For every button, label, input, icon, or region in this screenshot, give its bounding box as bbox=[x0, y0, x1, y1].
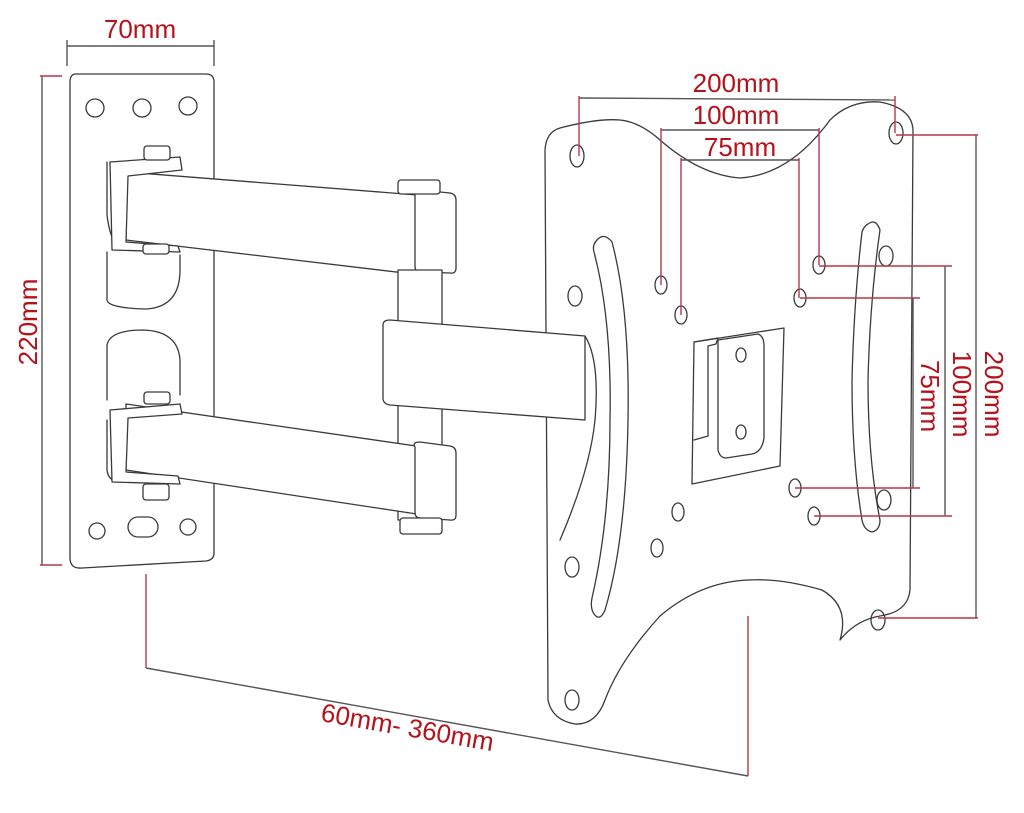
label-vesa-h-200: 200mm bbox=[693, 68, 780, 98]
label-vesa-v-100: 100mm bbox=[947, 351, 977, 438]
bolt-icon bbox=[143, 391, 171, 405]
vesa-plate bbox=[382, 101, 914, 725]
tilt-bracket bbox=[691, 327, 785, 485]
label-vesa-v-200: 200mm bbox=[979, 351, 1009, 438]
label-wall-plate-height: 220mm bbox=[13, 279, 43, 366]
nut-icon bbox=[142, 243, 170, 255]
label-vesa-v-75: 75mm bbox=[915, 360, 945, 432]
label-wall-plate-width: 70mm bbox=[104, 14, 176, 44]
slot-hole-icon bbox=[127, 516, 159, 538]
bolt-icon bbox=[397, 179, 441, 195]
nut-icon bbox=[142, 483, 170, 501]
wall-plate bbox=[69, 73, 215, 569]
screw-hole-icon bbox=[85, 98, 105, 118]
screw-hole-icon bbox=[132, 98, 152, 118]
screw-hole-icon bbox=[88, 522, 106, 540]
label-extension-range: 60mm- 360mm bbox=[319, 697, 496, 757]
lower-arm bbox=[109, 391, 457, 535]
dimension-lines bbox=[40, 40, 978, 777]
nut-icon bbox=[399, 517, 443, 535]
upper-arm bbox=[109, 145, 457, 277]
label-vesa-h-100: 100mm bbox=[693, 100, 780, 130]
label-vesa-h-75: 75mm bbox=[704, 132, 776, 162]
bolt-icon bbox=[143, 145, 171, 161]
screw-hole-icon bbox=[178, 96, 198, 116]
screw-hole-icon bbox=[179, 518, 197, 536]
